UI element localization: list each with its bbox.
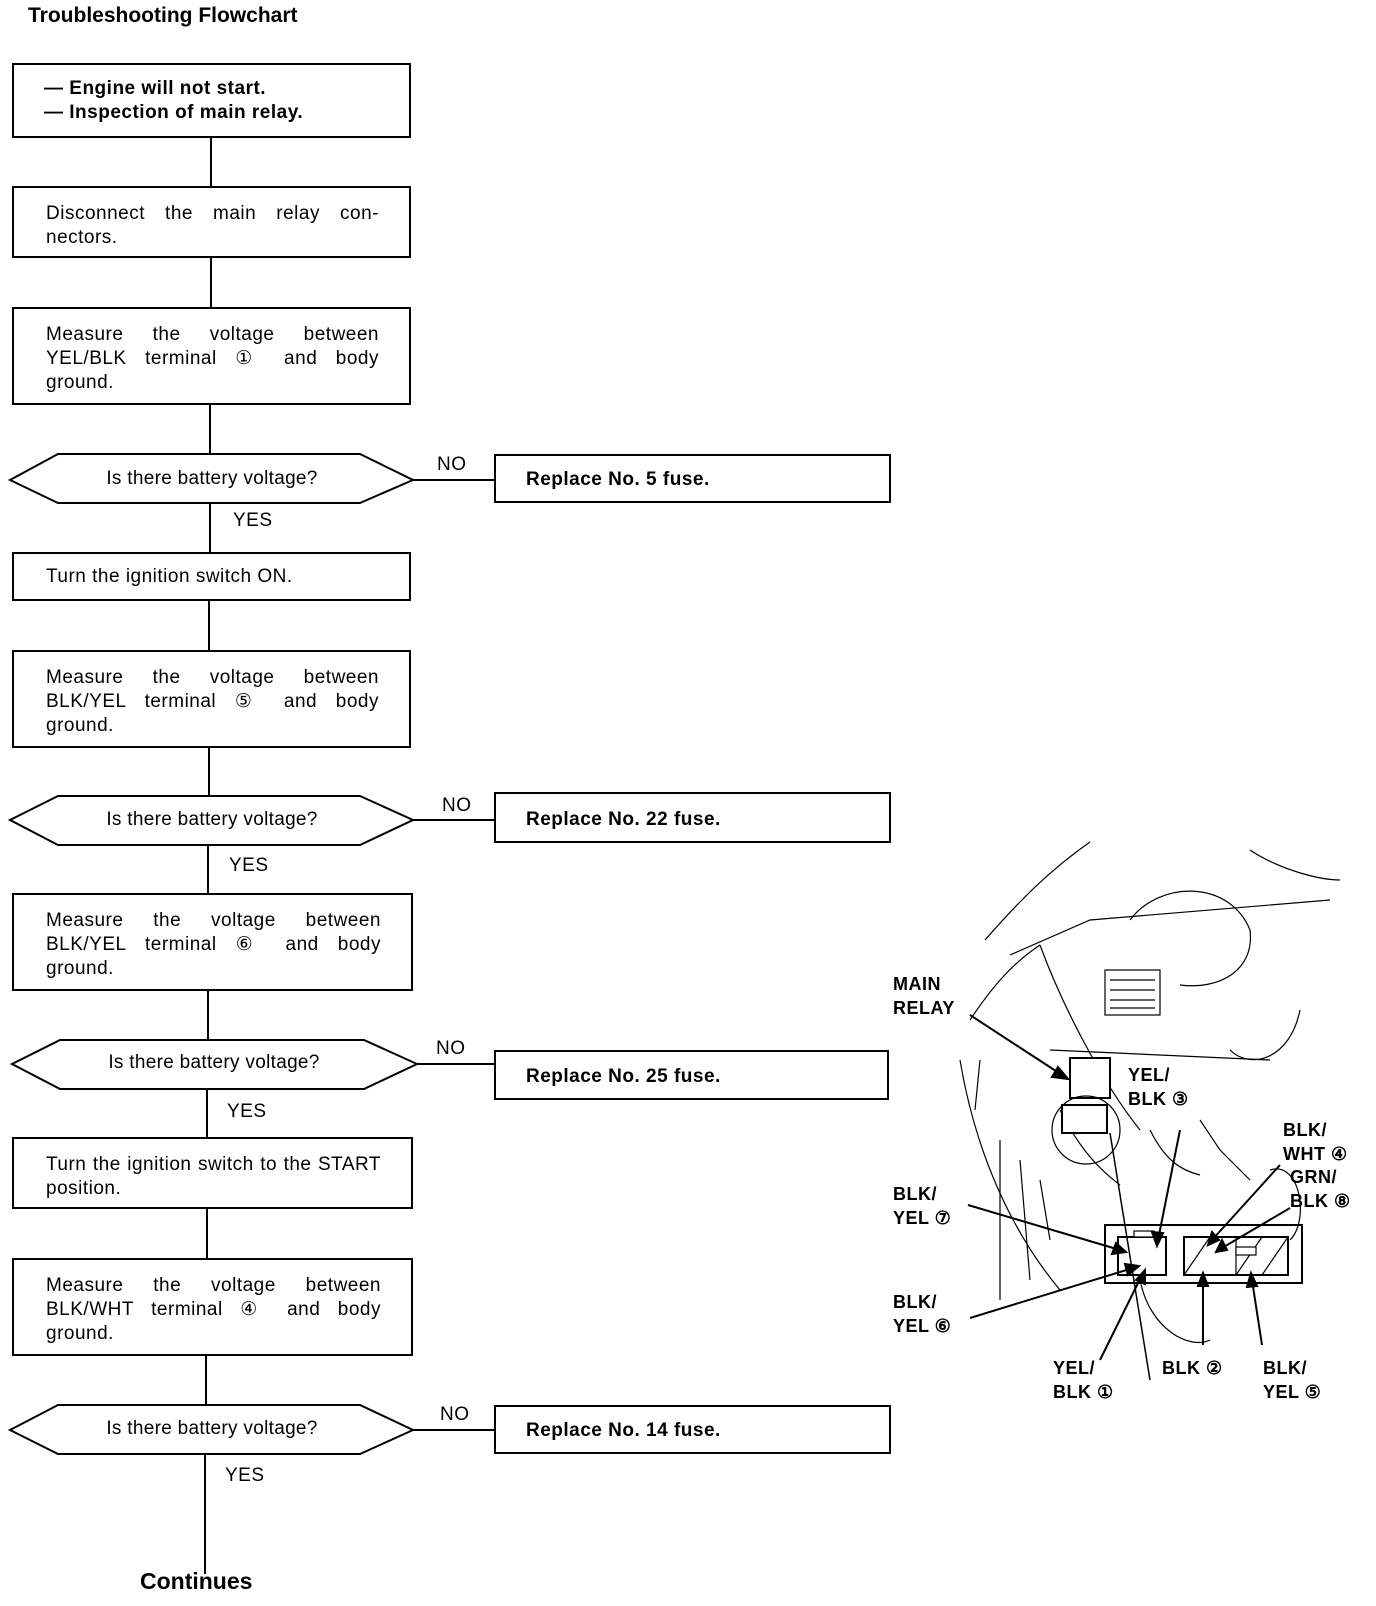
callout-line: YEL/	[1053, 1358, 1096, 1378]
step-measure-blk-wht-4: Measure the voltage between BLK/WHT term…	[12, 1258, 413, 1356]
step-measure-blk-yel-5: Measure the voltage between BLK/YEL term…	[12, 650, 411, 748]
callout-blk-2: BLK ②	[1162, 1356, 1223, 1380]
callout-main-relay: MAIN RELAY	[893, 972, 955, 1020]
decision-diamond-1	[7, 453, 416, 504]
callout-yel-blk-1: YEL/ BLK ①	[1053, 1356, 1114, 1404]
callout-yel-blk-3: YEL/ BLK ③	[1128, 1063, 1189, 1111]
yes-label-4: YES	[225, 1465, 265, 1486]
step-text: Measure the voltage between YEL/BLK term…	[46, 324, 379, 393]
callout-line: BLK ②	[1162, 1358, 1223, 1378]
yes-label-2: YES	[229, 855, 269, 876]
no-label-1: NO	[437, 454, 467, 475]
page-title: Troubleshooting Flowchart	[28, 4, 298, 27]
fix-text: Replace No. 14 fuse.	[526, 1420, 721, 1441]
callout-line: YEL ⑦	[893, 1208, 952, 1228]
no-label-3: NO	[436, 1038, 466, 1059]
callout-line: BLK ⑧	[1290, 1191, 1351, 1211]
callout-line: BLK/	[1263, 1358, 1307, 1378]
decision-diamond-2	[7, 795, 416, 846]
step-text: Measure the voltage between BLK/YEL term…	[46, 910, 381, 979]
decision-text-4: Is there battery voltage?	[106, 1418, 318, 1439]
callout-line: BLK/	[1283, 1120, 1327, 1140]
callout-line: WHT ④	[1283, 1144, 1348, 1164]
step-measure-yel-blk-1: Measure the voltage between YEL/BLK term…	[12, 307, 411, 405]
no-label-4: NO	[440, 1404, 470, 1425]
decision-text-3: Is there battery voltage?	[108, 1052, 320, 1073]
decision-text-2: Is there battery voltage?	[106, 809, 318, 830]
callout-blk-yel-6: BLK/ YEL ⑥	[893, 1290, 951, 1338]
no-label-2: NO	[442, 795, 472, 816]
step-measure-blk-yel-6: Measure the voltage between BLK/YEL term…	[12, 893, 413, 991]
callout-line: RELAY	[893, 998, 955, 1018]
continues-label: Continues	[140, 1568, 253, 1594]
step-disconnect-connectors: Disconnect the main relay con-nectors.	[12, 186, 411, 258]
yes-label-3: YES	[227, 1101, 267, 1122]
step-ignition-start: Turn the ignition switch to the START po…	[12, 1137, 413, 1209]
step-text: Measure the voltage between BLK/YEL term…	[46, 667, 379, 736]
callout-line: YEL ⑥	[893, 1316, 952, 1336]
start-line-2: — Inspection of main relay.	[44, 102, 304, 123]
step-text: Turn the ignition switch to the START po…	[46, 1154, 381, 1199]
decision-diamond-4	[7, 1404, 416, 1455]
step-text: Turn the ignition switch ON.	[46, 566, 293, 587]
fix-replace-fuse-14: Replace No. 14 fuse.	[494, 1405, 891, 1454]
fix-replace-fuse-5: Replace No. 5 fuse.	[494, 454, 891, 503]
step-ignition-on: Turn the ignition switch ON.	[12, 552, 411, 601]
callout-line: GRN/	[1290, 1167, 1337, 1187]
callout-line: YEL ⑤	[1263, 1382, 1322, 1402]
callout-blk-wht-4: BLK/ WHT ④	[1283, 1118, 1348, 1166]
fix-replace-fuse-25: Replace No. 25 fuse.	[494, 1050, 889, 1100]
callout-grn-blk-8: GRN/ BLK ⑧	[1290, 1165, 1351, 1213]
callout-line: BLK/	[893, 1184, 937, 1204]
decision-text-1: Is there battery voltage?	[106, 468, 318, 489]
fix-replace-fuse-22: Replace No. 22 fuse.	[494, 792, 891, 843]
callout-blk-yel-5: BLK/ YEL ⑤	[1263, 1356, 1321, 1404]
callout-line: BLK ③	[1128, 1089, 1189, 1109]
callout-line: BLK ①	[1053, 1382, 1114, 1402]
start-line-1: — Engine will not start.	[44, 78, 267, 99]
fix-text: Replace No. 22 fuse.	[526, 809, 721, 830]
callout-line: MAIN	[893, 974, 941, 994]
callout-blk-yel-7: BLK/ YEL ⑦	[893, 1182, 951, 1230]
step-text: Disconnect the main relay con-nectors.	[46, 203, 379, 248]
fix-text: Replace No. 25 fuse.	[526, 1066, 721, 1087]
callout-line: YEL/	[1128, 1065, 1171, 1085]
decision-diamond-3	[9, 1039, 420, 1090]
start-box: — Engine will not start. — Inspection of…	[12, 63, 411, 138]
yes-label-1: YES	[233, 510, 273, 531]
fix-text: Replace No. 5 fuse.	[526, 469, 710, 490]
callout-line: BLK/	[893, 1292, 937, 1312]
step-text: Measure the voltage between BLK/WHT term…	[46, 1275, 381, 1344]
